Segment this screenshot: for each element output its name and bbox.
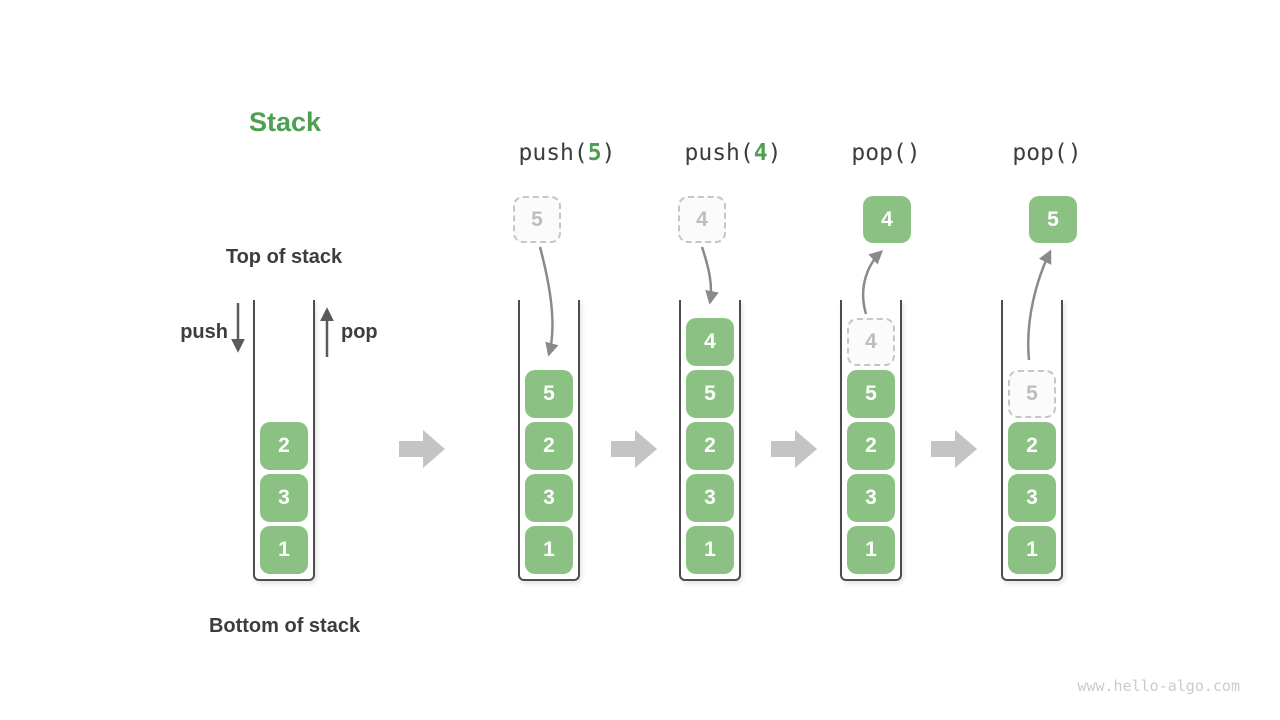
stack-item: 1 [1008,526,1056,574]
bottom-of-stack-label: Bottom of stack [208,615,361,637]
stack-item: 1 [525,526,573,574]
block-arrow-icon [611,430,657,468]
push-4-curve-arrow-icon [700,246,719,305]
stack-item: 2 [525,422,573,470]
op-label-push-4: push(4) [665,140,801,168]
pop-label: pop [341,321,378,343]
stack-column-pop-first: 4 5 2 3 1 [840,300,902,581]
op-text: ) [767,140,782,166]
floating-solid-box-5: 5 [1029,196,1077,243]
stack-item: 2 [1008,422,1056,470]
op-text: push( [518,140,588,166]
stack-item: 1 [686,526,734,574]
op-text: pop( [851,140,907,166]
floating-solid-box-4: 4 [863,196,911,243]
stack-item: 1 [847,526,895,574]
stack-item: 2 [686,422,734,470]
stack-item: 1 [260,526,308,574]
op-text: ) [1067,140,1082,166]
stack-item: 3 [1008,474,1056,522]
stack-item: 3 [686,474,734,522]
op-arg: 5 [587,140,602,166]
stack-item: 2 [847,422,895,470]
op-text: push( [684,140,754,166]
push-label: push [180,321,228,343]
stack-item: 4 [686,318,734,366]
stack-item: 3 [847,474,895,522]
op-arg: 4 [753,140,768,166]
op-text: pop( [1012,140,1068,166]
stack-item: 5 [525,370,573,418]
op-text: ) [601,140,616,166]
floating-dashed-box-5: 5 [513,196,561,243]
block-arrow-icon [771,430,817,468]
op-label-push-5: push(5) [499,140,635,168]
stack-item: 3 [260,474,308,522]
op-label-pop-second: pop() [979,140,1115,168]
stack-item: 5 [686,370,734,418]
stack-column-push-5: 5 2 3 1 [518,300,580,581]
stack-column-pop-second: 5 2 3 1 [1001,300,1063,581]
stack-item: 3 [525,474,573,522]
stack-column-push-4: 4 5 2 3 1 [679,300,741,581]
floating-dashed-box-4: 4 [678,196,726,243]
op-text: ) [906,140,921,166]
block-arrow-icon [931,430,977,468]
diagram-title: Stack [249,107,322,137]
stack-item: 2 [260,422,308,470]
stack-item: 5 [847,370,895,418]
block-arrow-icon [399,430,445,468]
ghost-item: 5 [1008,370,1056,418]
ghost-item: 4 [847,318,895,366]
watermark: www.hello-algo.com [1077,677,1240,695]
stack-column-initial: 2 3 1 [253,300,315,581]
op-label-pop-first: pop() [818,140,954,168]
top-of-stack-label: Top of stack [225,246,343,268]
